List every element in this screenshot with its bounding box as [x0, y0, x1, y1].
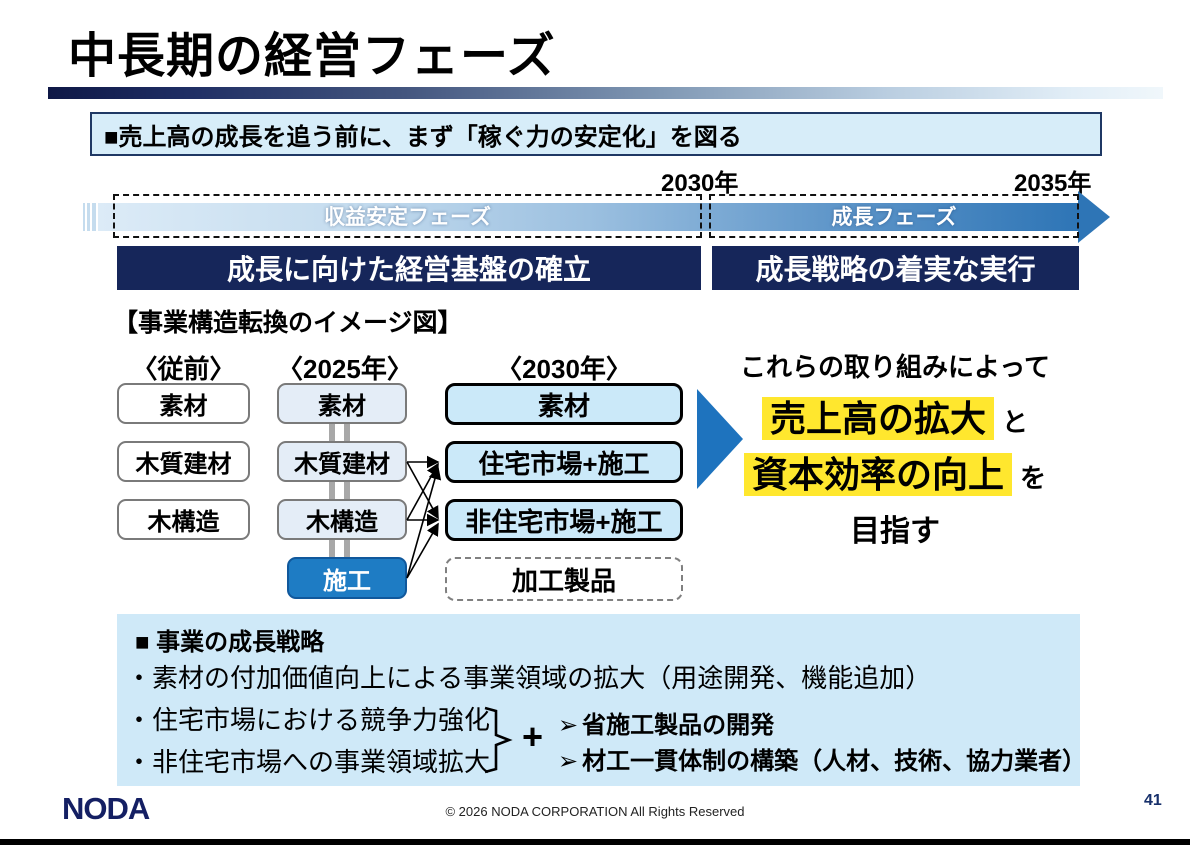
ladder-connector [344, 540, 350, 557]
box-legacy-materials: 素材 [117, 383, 250, 424]
transition-arrow-icon [697, 389, 743, 489]
outcome-goal: 目指す [850, 515, 940, 548]
flow-arrows [406, 455, 442, 579]
outcome-intro: これらの取り組みによって [740, 352, 1050, 382]
diagram-caption: 【事業構造転換のイメージ図】 [113, 309, 463, 337]
timeline-tail-bar [87, 203, 90, 231]
strategy-bullet-materials: ・素材の付加価値向上による事業領域の拡大（用途開発、機能追加） [126, 663, 932, 693]
page-title: 中長期の経営フェーズ [68, 30, 556, 83]
brace-icon [484, 706, 513, 774]
outcome-sales: 売上高の拡大と [730, 390, 1060, 442]
highlight-sales-growth: 売上高の拡大 [761, 397, 994, 440]
key-message-text: ■売上高の成長を追う前に、まず「稼ぐ力の安定化」を図る [104, 123, 742, 151]
strategy-box [117, 614, 1080, 786]
timeline-arrowhead-icon [1078, 191, 1110, 243]
outcome-connector-wo: を [1020, 463, 1047, 493]
phase-label-stability: 収益安定フェーズ [324, 206, 491, 229]
strategy-bullet-housing: ・住宅市場における競争力強化 [126, 705, 491, 735]
box-2030-nonhousing-market: 非住宅市場+施工 [445, 499, 683, 541]
outcome-capital: 資本効率の向上を [730, 446, 1060, 498]
box-2025-wood-structure: 木構造 [277, 499, 407, 540]
box-2025-wood-materials: 木質建材 [277, 441, 407, 482]
ladder-connector [329, 482, 335, 499]
goal-box-execution: 成長戦略の着実な実行 [712, 246, 1079, 290]
bottom-border-bar [0, 839, 1190, 845]
copyright-text: © 2026 NODA CORPORATION All Rights Reser… [445, 804, 745, 819]
phase-box-stability: 収益安定フェーズ [113, 194, 702, 238]
strategy-sub-item-1-text: 省施工製品の開発 [582, 712, 775, 739]
ladder-connector [329, 540, 335, 557]
box-2025-construction: 施工 [287, 557, 407, 599]
arrow-bullet-icon: ➢ [558, 712, 579, 739]
strategy-sub-item-2: ➢材工一貫体制の構築（人材、技術、協力業者） [558, 741, 1086, 776]
strategy-heading: ■ 事業の成長戦略 [135, 629, 325, 656]
strategy-bullet-nonhousing: ・非住宅市場への事業領域拡大 [126, 747, 491, 777]
ladder-connector [344, 424, 350, 441]
timeline-gradient-band [98, 203, 1078, 231]
timeline-tail-bar [83, 203, 85, 231]
page-number: 41 [1144, 792, 1162, 809]
box-2030-processed-products: 加工製品 [445, 557, 683, 601]
ladder-connector [344, 482, 350, 499]
highlight-capital-efficiency: 資本効率の向上 [743, 453, 1012, 496]
timeline-tail-bar [92, 203, 96, 231]
ladder-connector [329, 424, 335, 441]
box-2030-materials: 素材 [445, 383, 683, 425]
arrow-bullet-icon: ➢ [558, 748, 579, 775]
outcome-connector-to: と [1002, 407, 1029, 437]
year-label-2030: 2030年 [661, 170, 739, 197]
box-legacy-wood-materials: 木質建材 [117, 441, 250, 482]
strategy-sub-item-2-text: 材工一貫体制の構築（人材、技術、協力業者） [582, 748, 1087, 775]
phase-label-growth: 成長フェーズ [831, 206, 957, 229]
column-header-2030: 〈2030年〉 [496, 354, 632, 384]
noda-logo: NODA [62, 791, 150, 826]
strategy-sub-item-1: ➢省施工製品の開発 [558, 705, 774, 740]
box-2025-materials: 素材 [277, 383, 407, 424]
box-legacy-wood-structure: 木構造 [117, 499, 250, 540]
plus-sign: + [522, 716, 544, 757]
column-header-legacy: 〈従前〉 [131, 354, 236, 384]
phase-box-growth: 成長フェーズ [709, 194, 1079, 238]
title-underline [48, 87, 1163, 99]
box-2030-housing-market: 住宅市場+施工 [445, 441, 683, 483]
goal-box-foundation: 成長に向けた経営基盤の確立 [117, 246, 701, 290]
column-header-2025: 〈2025年〉 [277, 354, 413, 384]
key-message-banner: ■売上高の成長を追う前に、まず「稼ぐ力の安定化」を図る [90, 112, 1102, 156]
